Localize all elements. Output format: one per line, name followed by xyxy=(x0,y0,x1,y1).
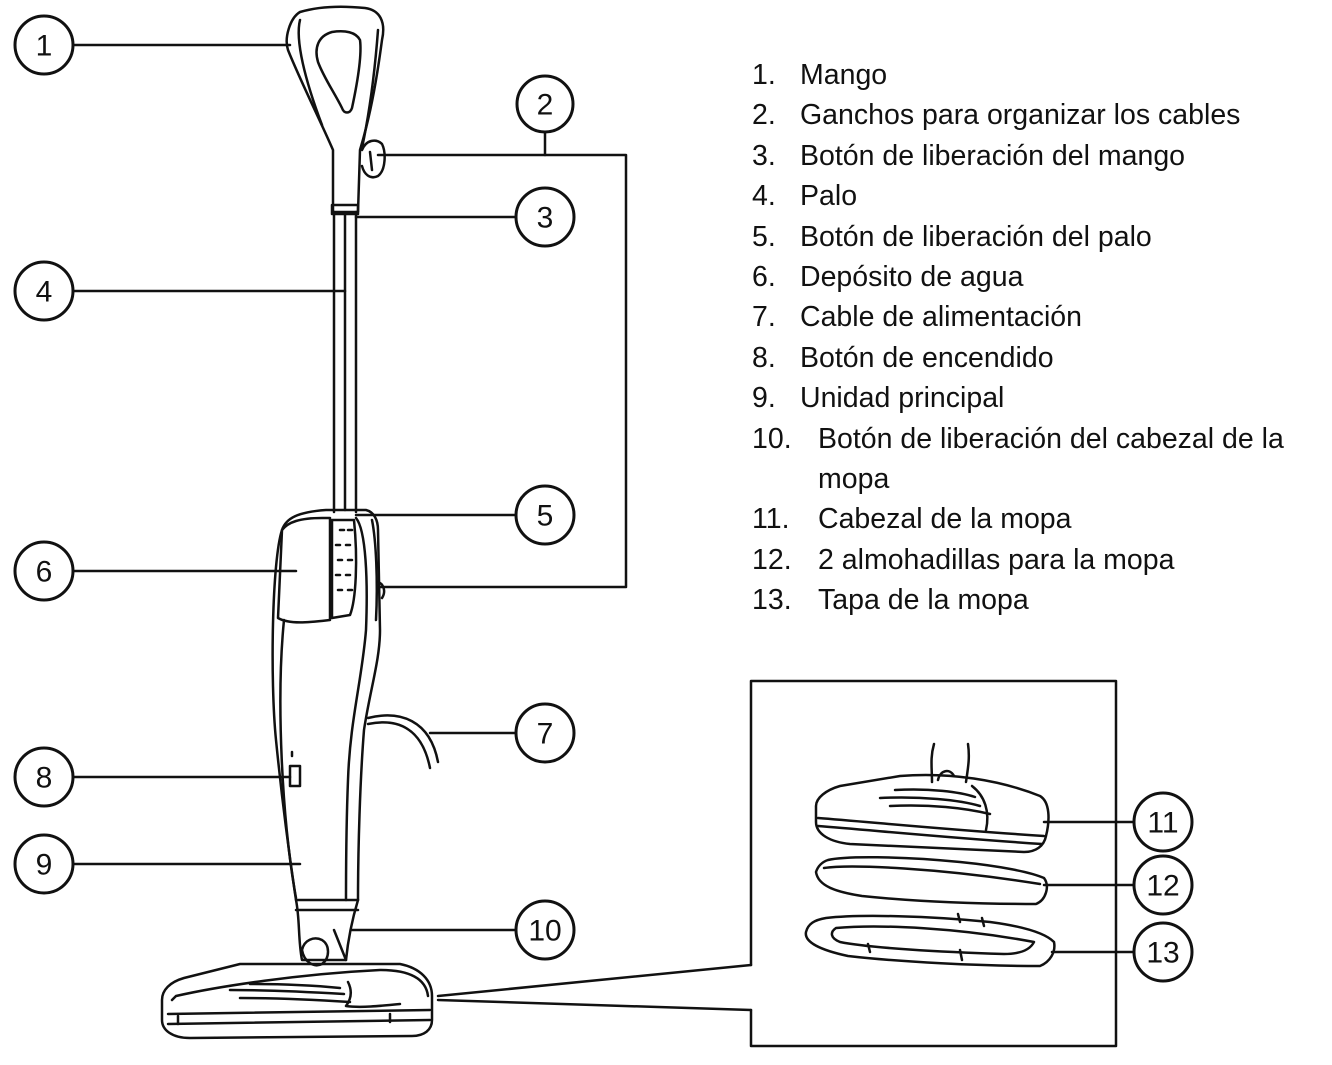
parts-list-item: 9. Unidad principal xyxy=(752,378,1332,418)
inset-mop-cover xyxy=(804,912,1056,968)
part-number: 11. xyxy=(752,503,790,536)
part-label: Tapa de la mopa xyxy=(818,584,1029,617)
part-label: Ganchos para organizar los cables xyxy=(800,99,1241,132)
callout-number-12: 12 xyxy=(1146,870,1179,903)
part-number: 6. xyxy=(752,261,776,294)
leader-2 xyxy=(376,153,628,589)
callout-circle-6 xyxy=(13,540,75,602)
part-number: 7. xyxy=(752,301,776,334)
part-number: 8. xyxy=(752,341,776,374)
part-label: Depósito de agua xyxy=(800,261,1024,294)
parts-list-item: 8. Botón de encendido xyxy=(752,338,1332,378)
callout-number-8: 8 xyxy=(36,762,53,795)
part-number: 4. xyxy=(752,180,776,213)
callout-numbers: 1 2 3 4 5 6 7 8 9 10 11 12 13 xyxy=(36,30,1180,970)
part-label: Unidad principal xyxy=(800,382,1005,415)
inset-box xyxy=(436,679,1118,1048)
callout-circle-10 xyxy=(514,899,576,961)
mop-main-unit xyxy=(271,508,382,902)
part-number: 1. xyxy=(752,59,776,91)
part-number: 9. xyxy=(752,382,776,415)
callout-circle-5 xyxy=(514,484,576,546)
callout-circle-13 xyxy=(1132,921,1194,983)
power-cable xyxy=(366,714,440,770)
callout-number-7: 7 xyxy=(537,718,554,751)
parts-list-item: 7. Cable de alimentación xyxy=(752,297,1332,337)
parts-list-item: 10. Botón de liberación del cabezal de la… xyxy=(752,419,1328,500)
callout-number-5: 5 xyxy=(537,500,554,533)
callout-number-6: 6 xyxy=(36,556,53,589)
parts-list-item: 3. Botón de liberación del mango xyxy=(752,136,1332,176)
mop-head xyxy=(160,962,434,1040)
parts-list-item: 4. Palo xyxy=(752,176,1332,216)
callout-number-4: 4 xyxy=(36,276,53,309)
callout-circle-4 xyxy=(13,260,75,322)
callout-circle-11 xyxy=(1132,791,1194,853)
part-label: 2 almohadillas para la mopa xyxy=(818,543,1175,576)
callout-number-1: 1 xyxy=(36,30,53,63)
part-label: Botón de liberación del palo xyxy=(800,220,1152,253)
mop-shaft xyxy=(330,203,360,514)
callout-circle-12 xyxy=(1132,854,1194,916)
part-label: Cable de alimentación xyxy=(800,301,1083,334)
callout-number-13: 13 xyxy=(1146,937,1179,970)
parts-list-item: 2. Ganchos para organizar los cables xyxy=(752,95,1332,135)
parts-list-item: 13. Tapa de la mopa xyxy=(752,580,1332,620)
callout-number-9: 9 xyxy=(36,849,53,882)
callout-number-11: 11 xyxy=(1147,807,1178,840)
inset-mop-pad xyxy=(814,855,1048,906)
callout-circles xyxy=(13,14,1194,983)
parts-list-item: 11. Cabezal de la mopa xyxy=(752,499,1332,539)
callout-circle-7 xyxy=(514,702,576,764)
part-number: 5. xyxy=(752,220,776,253)
parts-list-item: 6. Depósito de agua xyxy=(752,257,1332,297)
part-label: Mango xyxy=(800,59,888,91)
cable-hook-lower xyxy=(376,580,386,600)
callout-number-2: 2 xyxy=(537,89,554,122)
callout-number-10: 10 xyxy=(528,915,561,948)
inset-mop-head xyxy=(814,742,1050,854)
part-label: Botón de encendido xyxy=(800,341,1054,374)
callout-number-3: 3 xyxy=(537,202,554,235)
steam-mop-illustration xyxy=(160,5,440,1040)
callout-circle-1 xyxy=(13,14,75,76)
parts-list-item: 5. Botón de liberación del palo xyxy=(752,217,1332,257)
parts-list-item: 1. Mango xyxy=(752,55,1332,95)
part-number: 10. xyxy=(752,422,792,455)
part-label: Palo xyxy=(800,180,858,213)
part-number: 13. xyxy=(752,584,792,617)
part-number: 2. xyxy=(752,99,776,132)
callout-circle-2 xyxy=(515,74,575,134)
callout-circle-8 xyxy=(13,746,75,808)
mop-handle xyxy=(285,5,385,214)
parts-list-item: 12. 2 almohadillas para la mopa xyxy=(752,540,1332,580)
part-label: Botón de liberación del mango xyxy=(800,139,1186,172)
part-label: Cabezal de la mopa xyxy=(818,503,1072,536)
cable-hook-upper xyxy=(360,139,386,179)
part-number: 3. xyxy=(752,139,776,172)
part-number: 12. xyxy=(752,543,792,576)
part-label: Botón de liberación del cabezal de la mo… xyxy=(818,422,1284,496)
callout-circle-9 xyxy=(13,833,75,895)
mop-neck xyxy=(294,898,360,967)
callout-circle-3 xyxy=(514,186,576,248)
parts-list: 1. Mango 2. Ganchos para organizar los cab… xyxy=(752,55,1332,621)
leader-lines xyxy=(72,43,1137,954)
